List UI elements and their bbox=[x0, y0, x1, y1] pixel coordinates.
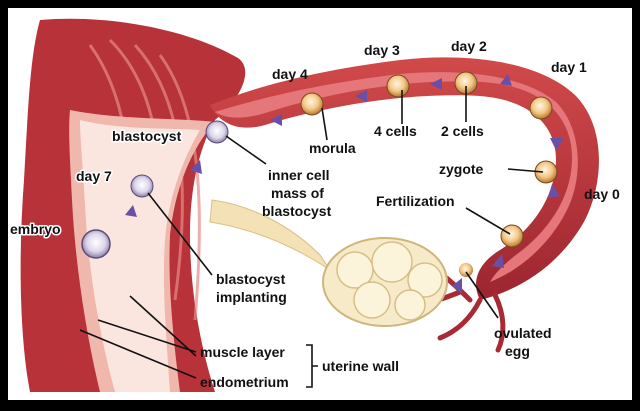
label-blastocyst: blastocyst bbox=[112, 128, 182, 144]
implanting-blastocyst-cell bbox=[130, 174, 154, 198]
label-inner-cell-line3: blastocyst bbox=[262, 203, 332, 219]
morula-cell bbox=[300, 92, 324, 116]
label-ovulated-line2: egg bbox=[505, 343, 530, 359]
fertilization-cell bbox=[500, 224, 524, 248]
label-inner-cell-line2: mass of bbox=[271, 185, 324, 201]
label-fertilization: Fertilization bbox=[376, 193, 455, 209]
label-morula: morula bbox=[309, 140, 356, 156]
migration-arrows bbox=[125, 74, 564, 294]
label-day2: day 2 bbox=[451, 38, 487, 54]
label-4-cells: 4 cells bbox=[374, 123, 417, 139]
cell-stages bbox=[81, 71, 558, 277]
label-endometrium: endometrium bbox=[200, 374, 289, 390]
label-day1: day 1 bbox=[551, 59, 587, 75]
day1-cell bbox=[529, 96, 553, 120]
label-day0: day 0 bbox=[584, 186, 620, 202]
label-uterine-wall: uterine wall bbox=[322, 358, 399, 374]
label-day7: day 7 bbox=[76, 168, 112, 184]
label-muscle-layer: muscle layer bbox=[200, 344, 285, 360]
leader-lines bbox=[79, 86, 544, 388]
label-blastocyst-implanting-line1: blastocyst bbox=[216, 271, 286, 287]
label-embryo: embryo bbox=[10, 221, 61, 237]
ovary bbox=[322, 237, 448, 327]
ovulated-egg-cell bbox=[459, 263, 473, 277]
label-day3: day 3 bbox=[364, 42, 400, 58]
label-zygote: zygote bbox=[439, 161, 484, 177]
label-ovulated-line1: ovulated bbox=[494, 325, 552, 341]
label-blastocyst-implanting-line2: implanting bbox=[216, 289, 287, 305]
blastocyst-cell bbox=[205, 120, 229, 144]
label-inner-cell-line1: inner cell bbox=[268, 167, 329, 183]
four-cells bbox=[386, 74, 410, 98]
tube-lumen bbox=[215, 72, 578, 282]
label-day4: day 4 bbox=[272, 66, 308, 82]
embryo-cell bbox=[81, 229, 111, 259]
label-2-cells: 2 cells bbox=[441, 123, 484, 139]
